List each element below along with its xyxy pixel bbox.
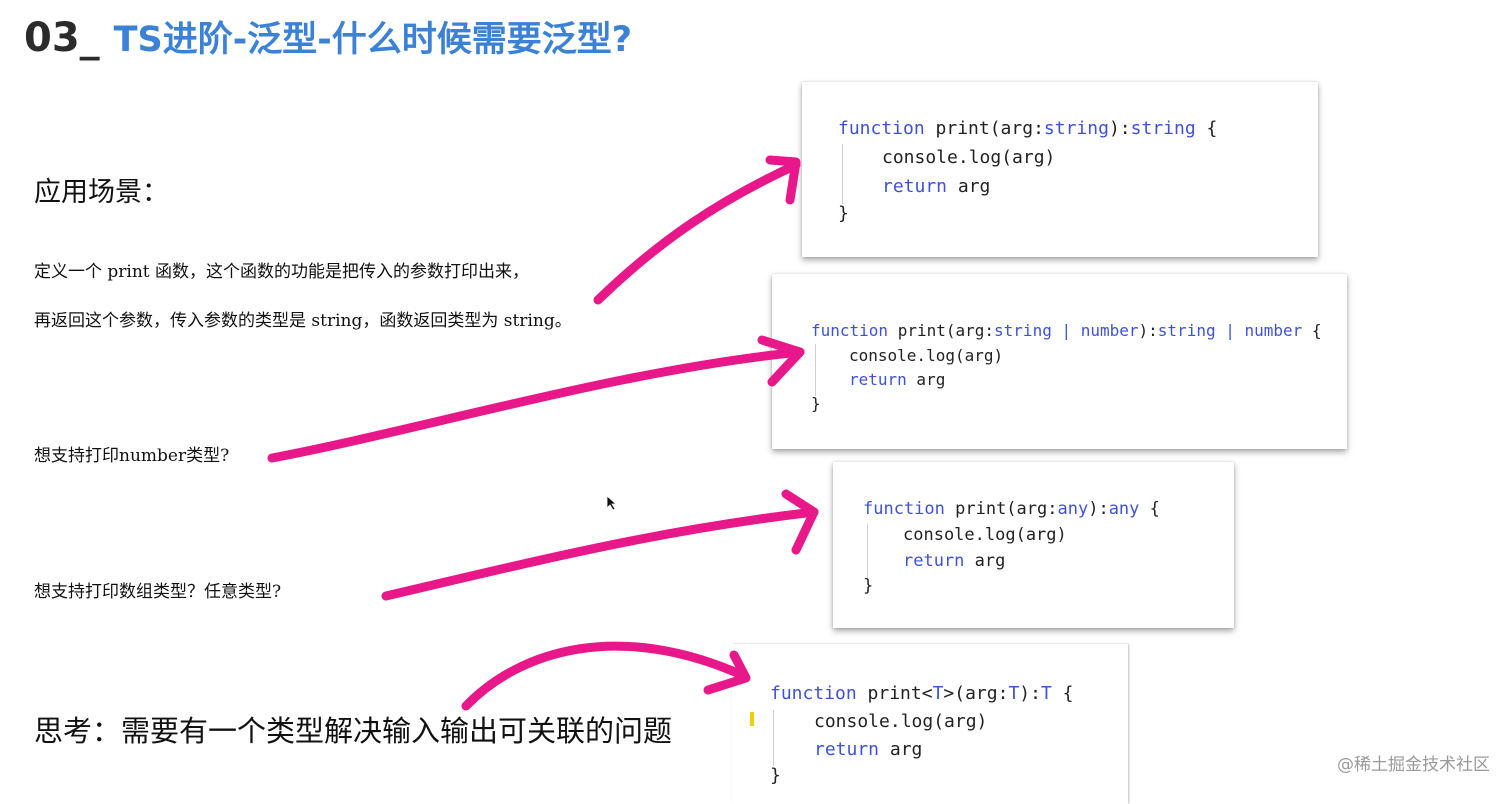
- description-line-2: 再返回这个参数，传入参数的类型是 string，函数返回类型为 string。: [34, 311, 572, 331]
- code-block-string-number: function print(arg:string | number):stri…: [772, 274, 1347, 449]
- code-text: print(arg:: [924, 118, 1044, 139]
- code-close-brace: }: [863, 576, 874, 596]
- code-text: {: [1302, 321, 1322, 340]
- code-keyword: function: [770, 683, 857, 704]
- code-close-brace: }: [811, 394, 821, 413]
- code-keyword: function: [838, 118, 925, 139]
- code-text: ):: [1019, 683, 1041, 704]
- section-heading: 应用场景：: [34, 177, 169, 208]
- code-type-param: T: [932, 683, 944, 704]
- code-text: >(arg:: [943, 683, 1009, 704]
- code-text: {: [1139, 499, 1160, 519]
- code-text: ):: [1108, 118, 1131, 139]
- title-number: 03_: [24, 15, 100, 61]
- code-keyword: function: [863, 499, 945, 519]
- arrowhead-4: [703, 650, 751, 695]
- indent-guide: [773, 710, 774, 766]
- code-text: arg: [879, 739, 923, 760]
- code-return-type: T: [1040, 683, 1052, 704]
- code-return-type: any: [1108, 499, 1140, 519]
- code-close-brace: }: [838, 203, 849, 224]
- code-block-generic: function print<T>(arg:T):T { console.log…: [732, 644, 1128, 804]
- code-text: ):: [1088, 499, 1109, 519]
- arrow-3: [381, 507, 819, 601]
- code-block-string: function print(arg:string):string { cons…: [802, 82, 1318, 257]
- code-param-type: any: [1057, 499, 1089, 519]
- code-return-line: return arg: [882, 176, 990, 197]
- code-keyword: function: [811, 321, 889, 340]
- indent-guide: [815, 344, 816, 396]
- code-return-type: string | number: [1157, 321, 1303, 340]
- code-signature: function print(arg:string | number):stri…: [811, 321, 1322, 340]
- arrowhead-3: [781, 489, 819, 555]
- code-keyword: return: [814, 739, 880, 760]
- code-param-type: T: [1008, 683, 1020, 704]
- watermark: @稀土掘金技术社区: [1337, 755, 1490, 775]
- code-body-line: console.log(arg): [882, 147, 1056, 168]
- code-return-line: return arg: [903, 551, 1005, 571]
- arrow-1: [593, 160, 801, 305]
- code-text: arg: [947, 176, 991, 197]
- code-text: ):: [1138, 321, 1158, 340]
- code-signature: function print(arg:any):any {: [863, 499, 1160, 519]
- code-return-line: return arg: [849, 370, 945, 389]
- code-signature: function print<T>(arg:T):T {: [770, 683, 1074, 704]
- code-close-brace: }: [770, 765, 781, 786]
- arrow-4: [461, 641, 749, 711]
- code-body-line: console.log(arg): [903, 525, 1067, 545]
- page-title: 03_ TS进阶-泛型-什么时候需要泛型?: [24, 12, 632, 66]
- arrow-2: [267, 347, 805, 463]
- indent-guide: [842, 144, 843, 204]
- arrowhead-1: [765, 155, 801, 205]
- code-text: {: [1051, 683, 1074, 704]
- code-body-line: console.log(arg): [814, 711, 988, 732]
- code-keyword: return: [882, 176, 948, 197]
- code-signature: function print(arg:string):string {: [838, 118, 1217, 139]
- code-text: print(arg:: [944, 499, 1058, 519]
- question-number-type: 想支持打印number类型?: [34, 446, 230, 466]
- description-line-1: 定义一个 print 函数，这个函数的功能是把传入的参数打印出来，: [34, 262, 530, 282]
- code-param-type: string | number: [994, 321, 1139, 340]
- code-text: {: [1195, 118, 1218, 139]
- code-keyword: return: [849, 370, 907, 389]
- arrowhead-2: [757, 335, 805, 387]
- code-keyword: return: [903, 551, 965, 571]
- code-param-type: string: [1043, 118, 1109, 139]
- code-text: arg: [964, 551, 1006, 571]
- code-body-line: console.log(arg): [849, 346, 1004, 365]
- code-return-line: return arg: [814, 739, 922, 760]
- thinking-statement: 思考：需要有一个类型解决输入输出可关联的问题: [34, 714, 673, 748]
- title-text: TS进阶-泛型-什么时候需要泛型?: [113, 20, 633, 60]
- text-caret: [750, 712, 754, 726]
- mouse-cursor-icon: [606, 495, 618, 511]
- code-text: print(arg:: [888, 321, 995, 340]
- question-any-type: 想支持打印数组类型？任意类型?: [34, 582, 282, 602]
- indent-guide: [867, 524, 868, 578]
- code-text: arg: [906, 370, 946, 389]
- code-text: print<: [856, 683, 933, 704]
- code-block-any: function print(arg:any):any { console.lo…: [833, 462, 1234, 628]
- code-return-type: string: [1130, 118, 1196, 139]
